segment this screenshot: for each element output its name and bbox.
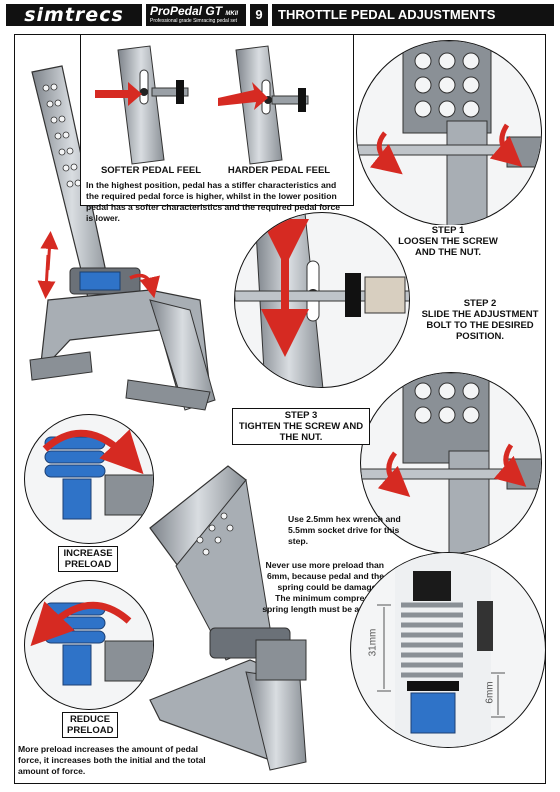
product-subtitle: Professional grade Simracing pedal set [150, 18, 237, 24]
step2-detail-circle [234, 212, 410, 388]
step1-label: STEP 1 LOOSEN THE SCREW AND THE NUT. [398, 225, 498, 258]
product-mark: MKII [225, 11, 239, 17]
harder-detail [218, 45, 309, 165]
softer-label: SOFTER PEDAL FEEL [96, 165, 206, 176]
tool-note: Use 2.5mm hex wrench and 5.5mm socket dr… [288, 514, 401, 546]
reduce-preload-label: REDUCE PRELOAD [62, 712, 118, 738]
step3-title: STEP 3 [284, 410, 318, 421]
step1-title: STEP 1 [431, 225, 465, 236]
spring-dimension-drawing [377, 553, 505, 747]
pedal-illustration-top [29, 65, 216, 411]
step2-label: STEP 2 SLIDE THE ADJUSTMENT BOLT TO THE … [418, 298, 542, 342]
step1-text: LOOSEN THE SCREW AND THE NUT. [398, 236, 498, 258]
spring-dimension-circle: 31mm 6mm [350, 552, 546, 748]
preload-description: More preload increases the amount of ped… [18, 744, 206, 776]
step2-drawing [235, 213, 409, 387]
simtrecs-logo: simtrecs [6, 4, 142, 26]
increase-preload-label: INCREASE PRELOAD [58, 546, 118, 572]
step3-drawing [361, 373, 541, 553]
page-number: 9 [250, 4, 268, 26]
softer-detail [95, 45, 189, 165]
spring-length-dimension: 31mm [367, 628, 379, 657]
step2-text: SLIDE THE ADJUSTMENT BOLT TO THE DESIRED… [421, 309, 539, 342]
header: simtrecs ProPedal GT MKII Professional g… [0, 0, 560, 30]
product-name: ProPedal GT MKII [150, 4, 239, 18]
reduce-preload-circle [24, 580, 154, 710]
product-badge: ProPedal GT MKII Professional grade Simr… [146, 4, 246, 26]
preload-dimension: 6mm [484, 681, 496, 704]
step1-detail-circle [356, 40, 542, 226]
step3-text: TIGHTEN THE SCREW AND THE NUT. [238, 421, 364, 443]
pedal-illustration-bottom [149, 465, 307, 771]
pedal-feel-description: In the highest position, pedal has a sti… [86, 180, 341, 223]
step2-title: STEP 2 [463, 298, 497, 309]
page-title: THROTTLE PEDAL ADJUSTMENTS [272, 4, 554, 26]
step3-label: STEP 3 TIGHTEN THE SCREW AND THE NUT. [232, 408, 370, 445]
harder-label: HARDER PEDAL FEEL [224, 165, 334, 176]
step3-detail-circle [360, 372, 542, 554]
increase-preload-drawing [42, 429, 153, 520]
step1-drawing [357, 41, 541, 225]
reduce-preload-drawing [30, 601, 153, 686]
increase-preload-circle [24, 414, 154, 544]
